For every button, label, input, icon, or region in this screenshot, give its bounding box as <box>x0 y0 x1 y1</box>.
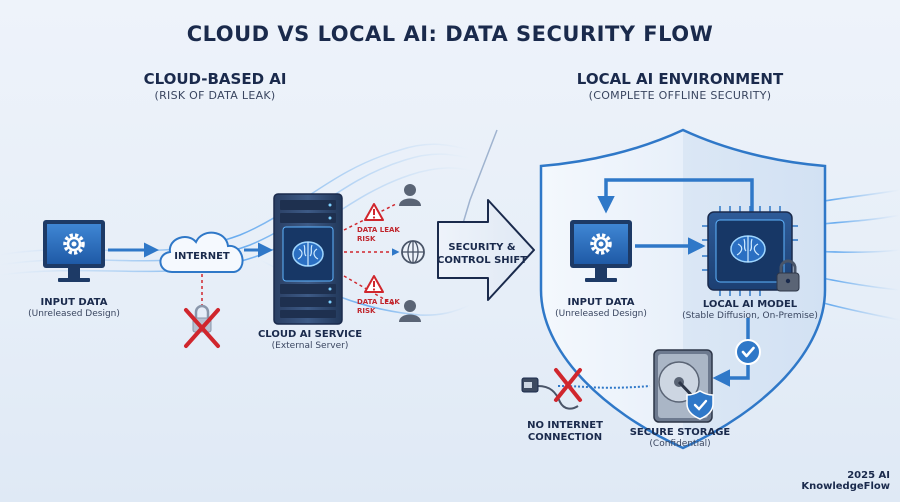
brain-icon <box>730 235 766 263</box>
check-icon <box>735 339 761 365</box>
lock-crossed-icon <box>184 304 220 348</box>
warning-icon <box>364 203 384 221</box>
risk-line-1: DATA LEAK <box>357 298 400 306</box>
input-data-sub-left: (Unreleased Design) <box>28 309 120 319</box>
cloud-icon <box>159 231 244 273</box>
brain-icon <box>292 241 324 267</box>
padlock-icon <box>776 259 800 292</box>
security-control-shift-label: SECURITY & CONTROL SHIFT <box>432 241 532 267</box>
data-leak-risk-bottom: DATA LEAK RISK <box>357 298 407 316</box>
local-model-sub: (Stable Diffusion, On-Premise) <box>682 311 818 321</box>
input-data-label-right: INPUT DATA <box>567 297 635 308</box>
input-data-label-left: INPUT DATA <box>40 297 108 308</box>
no-internet-line-2: CONNECTION <box>527 432 603 443</box>
local-model-label: LOCAL AI MODEL <box>702 299 798 310</box>
no-connection-x-icon <box>554 368 582 402</box>
cloud-service-sub: (External Server) <box>271 341 349 351</box>
no-internet-label: NO INTERNET CONNECTION <box>510 420 620 444</box>
user-icon <box>399 184 421 206</box>
cable-line <box>537 385 579 410</box>
globe-icon <box>401 240 425 264</box>
gear-icon <box>63 233 85 255</box>
footer-credit: 2025 AI KnowledgeFlow <box>801 470 890 492</box>
internet-label: INTERNET <box>174 251 230 262</box>
input-data-sub-right: (Unreleased Design) <box>555 309 647 319</box>
risk-line-2: RISK <box>357 307 376 315</box>
risk-line-1: DATA LEAK <box>357 226 400 234</box>
no-internet-line-1: NO INTERNET <box>527 420 603 431</box>
local-subheading: (COMPLETE OFFLINE SECURITY) <box>588 89 772 102</box>
flow-arrow <box>712 318 750 387</box>
shift-line-1: SECURITY & <box>448 242 516 253</box>
ethernet-plug-icon <box>521 377 539 393</box>
local-heading: LOCAL AI ENVIRONMENT <box>576 70 784 88</box>
shield-check-icon <box>686 390 714 420</box>
feedback-loop-arrow <box>597 178 754 214</box>
cloud-heading: CLOUD-BASED AI <box>143 70 287 88</box>
shift-line-2: CONTROL SHIFT <box>436 255 528 266</box>
page-title: CLOUD VS LOCAL AI: DATA SECURITY FLOW <box>186 22 714 46</box>
secure-storage-sub: (Confidential) <box>649 439 711 449</box>
shift-arrow <box>437 199 535 301</box>
secure-storage-label: SECURE STORAGE <box>629 427 731 438</box>
risk-line-2: RISK <box>357 235 376 243</box>
warning-icon <box>364 275 384 293</box>
cloud-service-label: CLOUD AI SERVICE <box>257 329 363 340</box>
data-leak-risk-top: DATA LEAK RISK <box>357 226 407 244</box>
gear-icon <box>590 233 612 255</box>
user-icon <box>399 300 421 322</box>
cloud-subheading: (RISK OF DATA LEAK) <box>154 89 276 102</box>
